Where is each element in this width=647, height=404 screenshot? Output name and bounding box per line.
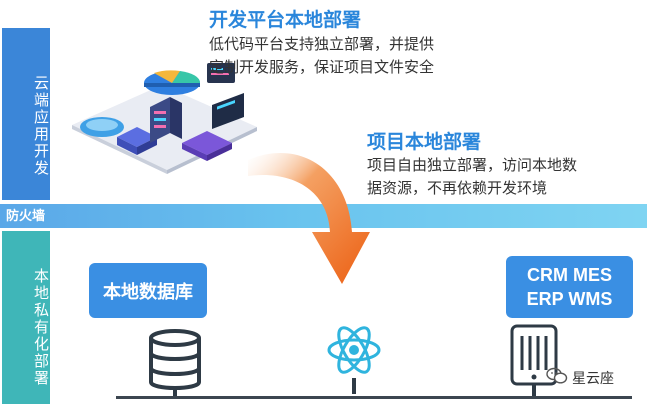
react-atom-icon xyxy=(327,326,381,394)
section1-line1: 低代码平台支持独立部署，并提供 xyxy=(209,36,435,53)
database-icon xyxy=(149,329,201,398)
local-band-label: 本地私有化部署 xyxy=(32,267,49,387)
cloud-band: 云端应用开发 xyxy=(2,28,50,200)
server-icon xyxy=(510,324,558,396)
section2-line2: 据资源，不再依赖开发环境 xyxy=(367,180,548,197)
local-database-label: 本地数据库 xyxy=(103,281,193,302)
section1-line2: 定制开发服务，保证项目文件安全 xyxy=(209,59,435,76)
section2-title: 项目本地部署 xyxy=(367,132,482,153)
section2-line1: 项目自由独立部署，访问本地数 xyxy=(367,157,578,174)
cloud-band-label: 云端应用开发 xyxy=(32,75,49,177)
curved-arrow-icon xyxy=(248,153,370,284)
network-baseline xyxy=(116,396,632,399)
section1-title: 开发平台本地部署 xyxy=(209,10,362,31)
local-band: 本地私有化部署 xyxy=(2,231,50,404)
systems-line2: ERP WMS xyxy=(526,289,613,309)
systems-card: CRM MES ERP WMS xyxy=(506,256,633,318)
watermark-text: 星云座 xyxy=(572,370,614,386)
firewall-label: 防火墙 xyxy=(6,208,46,223)
systems-line1: CRM MES xyxy=(527,265,612,285)
wechat-icon xyxy=(546,367,568,384)
firewall-band xyxy=(0,204,647,228)
local-database-card: 本地数据库 xyxy=(89,263,207,318)
isometric-platform-illustration xyxy=(72,63,257,174)
